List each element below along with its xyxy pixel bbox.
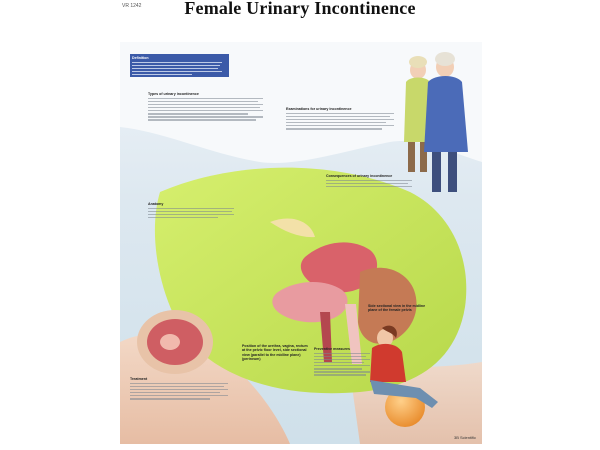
- text-line: [286, 122, 386, 124]
- text-line: [148, 113, 248, 115]
- text-line: [132, 61, 222, 64]
- text-line: [148, 107, 260, 109]
- text-line: [132, 71, 222, 73]
- text-line: [130, 388, 228, 391]
- text-line: [148, 97, 263, 100]
- text-line: [132, 67, 218, 70]
- text-line: [314, 362, 364, 364]
- position-heading: Position of the urethra, vagina, rectum …: [242, 344, 308, 362]
- text-line: [286, 125, 394, 127]
- text-line: [326, 182, 408, 185]
- preventive-heading: Preventive measures: [314, 347, 350, 351]
- text-line: [148, 100, 258, 103]
- text-line: [314, 368, 362, 370]
- consequences-section: Consequences of urinary incontinence: [326, 174, 414, 188]
- text-line: [130, 395, 228, 397]
- consequences-heading: Consequences of urinary incontinence: [326, 174, 393, 178]
- examinations-section: Examinations for urinary incontinence: [286, 107, 396, 130]
- text-line: [314, 371, 370, 373]
- brand-logo: 3B Scientific: [453, 435, 476, 440]
- text-line: [132, 74, 192, 76]
- text-line: [148, 210, 232, 213]
- text-line: [286, 128, 382, 130]
- preventive-section: Preventive measures: [314, 347, 372, 376]
- midline-heading: Side sectional view in the midline plane…: [368, 304, 426, 313]
- text-line: [314, 358, 370, 361]
- text-line: [326, 179, 412, 182]
- text-line: [326, 185, 412, 188]
- examinations-heading: Examinations for urinary incontinence: [286, 107, 352, 111]
- text-line: [148, 116, 263, 118]
- text-line: [130, 398, 210, 400]
- definition-heading: Definition: [132, 56, 149, 60]
- treatment-heading: Treatment: [130, 377, 148, 381]
- text-line: [314, 352, 370, 355]
- text-line: [314, 355, 366, 358]
- text-line: [314, 365, 370, 367]
- position-caption: Position of the urethra, vagina, rectum …: [242, 344, 308, 362]
- text-line: [148, 110, 263, 112]
- text-line: [286, 118, 394, 121]
- text-line: [286, 115, 390, 118]
- anatomy-illustration: [120, 42, 482, 444]
- treatment-section: Treatment: [130, 377, 230, 400]
- definition-box: Definition: [130, 54, 229, 78]
- text-line: [148, 119, 256, 121]
- poster-code: VR 1242: [122, 3, 142, 9]
- anatomy-heading: Anatomy: [148, 202, 164, 206]
- text-line: [148, 103, 263, 106]
- poster-title: Female Urinary Incontinence: [184, 0, 416, 18]
- types-section: Types of urinary incontinence: [148, 92, 266, 121]
- text-line: [130, 382, 228, 385]
- types-heading: Types of urinary incontinence: [148, 92, 199, 96]
- text-line: [148, 213, 234, 216]
- text-line: [132, 64, 220, 67]
- text-line: [130, 385, 224, 388]
- text-line: [314, 374, 366, 376]
- anatomy-section: Anatomy: [148, 202, 236, 219]
- text-line: [130, 392, 220, 394]
- text-line: [148, 217, 218, 219]
- text-line: [148, 207, 234, 210]
- text-line: [286, 112, 394, 115]
- poster-artwork: Definition Types of urinary incontinence…: [120, 42, 482, 444]
- midline-caption: Side sectional view in the midline plane…: [368, 304, 434, 313]
